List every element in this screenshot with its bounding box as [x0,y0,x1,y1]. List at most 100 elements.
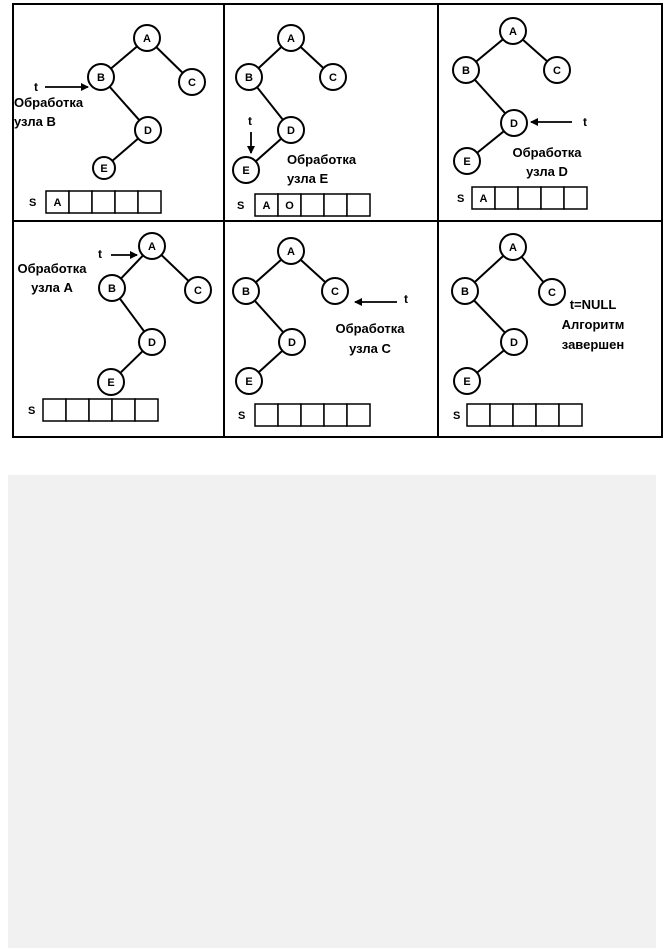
caption-line: узла C [349,341,391,356]
node-label: C [188,77,196,89]
stack-cell-value: A [54,197,62,209]
stack: A [45,190,162,214]
pointer-label: t [34,80,38,94]
stack-cell-box [494,186,519,210]
caption-line: Обработка [17,261,87,276]
pointer-label: t [98,247,102,261]
stack-cell-box [346,403,371,427]
node-circle [277,237,305,265]
node-label: B [462,65,470,77]
node-circle [451,277,479,305]
stack-cell [346,193,371,217]
caption-line: t=NULL [570,297,617,312]
stack-cell [300,193,325,217]
node-b: B [451,277,479,305]
node-circle [543,56,571,84]
stack-cell [68,190,93,214]
pointer-label: t [248,114,252,128]
node-label: E [463,156,470,168]
node-circle [92,156,116,180]
stack-cell-box [68,190,93,214]
stack-cell-box [346,193,371,217]
node-c: C [538,278,566,306]
node-e: E [232,156,260,184]
stack-cell-box [254,403,279,427]
stack [254,403,371,427]
pointer-t: t [98,247,138,261]
stack-cell: A [254,193,279,217]
node-label: B [97,72,105,84]
stack-cell-box [137,190,162,214]
node-label: A [287,33,295,45]
node-b: B [87,63,115,91]
node-label: D [288,337,296,349]
node-e: E [97,368,125,396]
stack-label: S [238,410,245,422]
node-circle [87,63,115,91]
node-label: B [461,286,469,298]
node-circle [499,17,527,45]
stack-cell [65,398,90,422]
node-circle [321,277,349,305]
caption-line: узла A [31,280,73,295]
node-label: D [510,337,518,349]
pointer-label: t [404,292,408,306]
pointer-t: t [530,115,587,129]
stack-cell-box [517,186,542,210]
stack-cell [535,403,560,427]
node-c: C [321,277,349,305]
node-circle [184,276,212,304]
stack-cell [134,398,159,422]
stack-label: S [453,410,460,422]
node-circle [453,367,481,395]
stack-cell [563,186,588,210]
stack-cell-box [134,398,159,422]
stack-cell [91,190,116,214]
node-a: A [499,17,527,45]
stack-cell [137,190,162,214]
stack-label: S [29,197,36,209]
node-label: E [242,165,249,177]
node-circle [178,68,206,96]
node-b: B [235,63,263,91]
node-d: D [138,328,166,356]
stack [466,403,583,427]
stack-cell-value: A [263,200,271,212]
node-label: D [148,337,156,349]
node-label: C [548,287,556,299]
node-label: D [144,125,152,137]
stack-cell-box [91,190,116,214]
stack-cell [277,403,302,427]
node-circle [97,368,125,396]
stack-cell [558,403,583,427]
stack-cell: A [45,190,70,214]
stack-cell-box [88,398,113,422]
stack-cell-box [512,403,537,427]
node-label: D [510,118,518,130]
node-label: E [107,377,114,389]
stack-cell [494,186,519,210]
stack-cell [323,193,348,217]
caption-line: завершен [562,337,624,352]
node-label: C [331,286,339,298]
caption-line: узла E [287,171,328,186]
pointer-label: t [583,115,587,129]
stack-cell-box [489,403,514,427]
caption-line: Обработка [14,95,84,110]
node-circle [232,156,260,184]
caption-line: Обработка [287,152,357,167]
node-circle [235,367,263,395]
node-circle [277,24,305,52]
node-label: A [143,33,151,45]
node-circle [138,328,166,356]
stack-cell [517,186,542,210]
node-circle [319,63,347,91]
node-e: E [453,367,481,395]
stack-cell-box [65,398,90,422]
stack-cell-box [535,403,560,427]
